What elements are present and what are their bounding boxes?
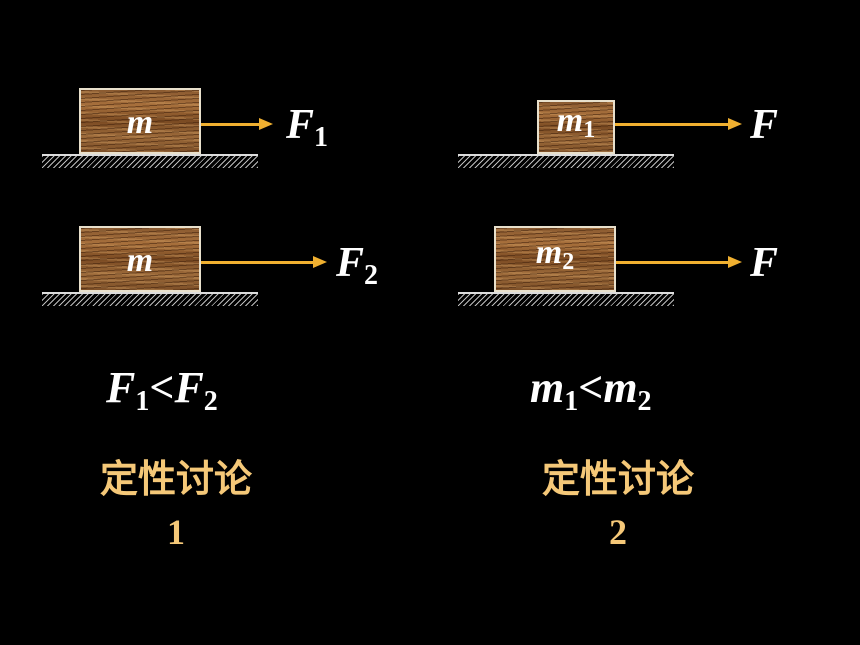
mass-label: m	[126, 242, 154, 279]
block-left-bottom: m	[79, 226, 201, 292]
block-right-bottom: m2	[494, 226, 616, 292]
caption-left-number: 1	[167, 512, 185, 552]
ground-left-bottom	[42, 292, 258, 306]
force-arrow-right-top	[615, 118, 742, 130]
force-label-right-top: F	[750, 102, 779, 148]
ground-right-bottom	[458, 292, 674, 306]
mass-label: m	[126, 104, 154, 141]
force-arrow-left-top	[201, 118, 273, 130]
force-label-right-bottom: F	[750, 240, 779, 286]
block-right-top: m1	[537, 100, 615, 154]
relation-right: m1<m2	[530, 363, 652, 417]
ground-right-top	[458, 154, 674, 168]
block-left-top: m	[79, 88, 201, 154]
force-arrow-right-bottom	[616, 256, 742, 268]
caption-right-number: 2	[609, 512, 627, 552]
force-arrow-left-bottom	[201, 256, 327, 268]
mass-label: m1	[556, 102, 596, 143]
relation-left: F1<F2	[106, 363, 218, 417]
caption-right: 定性讨论	[541, 457, 694, 501]
mass-label: m2	[535, 234, 575, 275]
force-label-left-bottom: F2	[336, 240, 379, 291]
force-label-left-top: F1	[286, 102, 329, 153]
ground-left-top	[42, 154, 258, 168]
caption-left: 定性讨论	[99, 457, 252, 501]
